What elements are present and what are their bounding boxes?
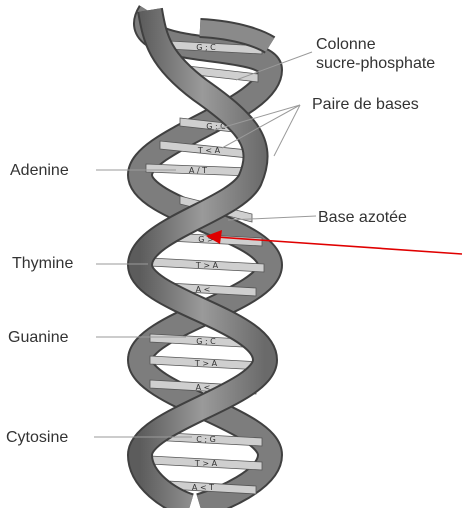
rung-label: A / T: [189, 166, 207, 175]
rung-label: T > A: [194, 459, 218, 468]
base-pair-rung: T > A: [150, 356, 262, 370]
rung-label: C ; G: [196, 435, 216, 444]
base-pair-rung: T > A: [150, 258, 264, 272]
cytosine-label: Cytosine: [6, 428, 68, 447]
rung-label: G ; C: [196, 337, 216, 346]
rung-label: T < A: [197, 146, 221, 155]
rung-label: T > A: [194, 359, 218, 368]
guanine-label: Guanine: [8, 328, 69, 347]
backbone-label-line-1: Colonne: [316, 35, 435, 54]
rung-label: T > A: [195, 261, 219, 270]
rung-label: G ; C: [196, 43, 216, 52]
backbone-label-line-2: sucre-phosphate: [316, 54, 435, 73]
base-pair-label: Paire de bases: [312, 95, 419, 114]
nitrogen-base-label: Base azotée: [318, 208, 407, 227]
thymine-label: Thymine: [12, 254, 73, 273]
backbone-label: Colonne sucre-phosphate: [316, 35, 435, 73]
rung-label: A <: [196, 285, 211, 294]
adenine-label: Adenine: [10, 161, 69, 180]
rung-label: A < T: [192, 483, 214, 492]
base-pair-rung: T > A: [150, 456, 262, 470]
